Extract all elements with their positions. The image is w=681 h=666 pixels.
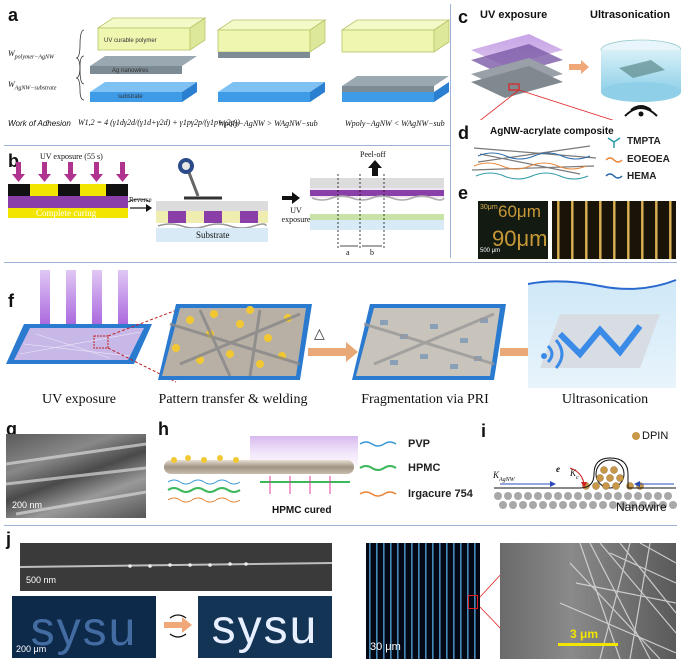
panel-h-figure <box>164 436 358 503</box>
panel-j-sem-network: 3 μm <box>500 543 676 659</box>
complete-curing-label: Complete curing <box>36 208 97 218</box>
panel-j-sem-wire: 500 nm <box>20 543 332 591</box>
layer-stack-1 <box>90 17 207 102</box>
comparison-1: Wpoly−AgNW > WAgNW−sub <box>218 119 318 128</box>
panel-label-e: e <box>458 183 469 203</box>
panel-label-j: j <box>6 529 12 549</box>
composite-title: AgNW-acrylate composite <box>490 126 614 137</box>
panel-label-c: c <box>458 7 469 27</box>
label-60um: 60μm <box>498 202 541 221</box>
legend-hema: HEMA <box>627 171 657 182</box>
panel-a-figure: UV curable polymer Ag nanowires substrat… <box>75 17 450 102</box>
scale-j-bl: 200 μm <box>16 644 47 654</box>
panel-label-a: a <box>8 5 19 25</box>
layer-stack-2 <box>216 19 327 102</box>
sysu-word-right: sysu <box>211 601 319 654</box>
peel-off-label: Peel-off <box>360 150 386 159</box>
panel-label-i: i <box>481 421 487 441</box>
separator-row2 <box>4 525 677 526</box>
scale-g: 200 nm <box>12 500 43 510</box>
panel-label-g: g <box>6 419 17 439</box>
panel-h-legend-icons <box>359 441 397 497</box>
caption-fragmentation: Fragmentation via PRI <box>361 392 489 407</box>
scale-j-mid: 30 μm <box>370 641 401 653</box>
legend-hpmc: HPMC <box>408 462 441 474</box>
scale-j-top: 500 nm <box>26 575 57 585</box>
caption-uv-exposure: UV exposure <box>41 392 116 407</box>
legend-pvp: PVP <box>408 438 431 450</box>
uv-beams <box>40 270 128 342</box>
k-agnw-label: KAgNW <box>493 470 515 483</box>
caption-pattern-transfer: Pattern transfer & welding <box>158 392 308 407</box>
dim-a-label: a <box>346 248 350 257</box>
zoom-box <box>468 595 478 609</box>
comparison-2: Wpoly−AgNW < WAgNW−sub <box>345 119 445 128</box>
layer-agnw-text-1: Ag nanowires <box>112 68 148 74</box>
layer-substrate-text-1: substrate <box>118 94 143 100</box>
reverse-label: Reverse <box>129 196 152 204</box>
layer-stack-3 <box>340 19 450 102</box>
panel-label-b: b <box>8 151 19 171</box>
panel-i-figure <box>494 457 677 509</box>
legend-irgacure: Irgacure 754 <box>408 488 473 500</box>
nanowire-strokes <box>6 442 146 516</box>
e-label: e <box>556 464 560 474</box>
layer-polymer-text-1: UV curable polymer <box>104 38 157 44</box>
delta-symbol: △ <box>314 325 325 341</box>
legend-eoeoea: EOEOEA <box>627 154 670 165</box>
separator-row1 <box>4 262 677 263</box>
panel-c-figure <box>471 34 681 120</box>
uv-arrows <box>12 162 129 182</box>
panel-e-image-left: 30μm 60μm 90μm 500 μm <box>478 201 548 259</box>
uv-exposure-label-b: UV exposure <box>281 206 311 224</box>
w-agnw-substrate-label: WAgNW−substrate <box>8 80 57 92</box>
caption-ultrasonication: Ultrasonication <box>561 392 649 407</box>
panel-d-figure <box>471 145 597 180</box>
arrow-with-sound-icon <box>164 614 192 638</box>
panel-f-figure <box>6 270 677 388</box>
k-c-label: Kc <box>570 468 579 481</box>
panel-label-h: h <box>158 419 169 439</box>
legend-tmpta: TMPTA <box>627 136 661 147</box>
w-polymer-agnw-label: Wpolymer−AgNW <box>8 49 55 61</box>
panel-label-f: f <box>8 291 14 311</box>
panel-e-image-right <box>552 201 676 259</box>
scale-bar-yellow <box>558 643 618 646</box>
panel-j-sysu-left: sysu 200 μm <box>12 596 156 658</box>
dim-b-label: b <box>370 248 374 257</box>
ultrasonication-title-c: Ultrasonication <box>590 9 671 21</box>
panel-j-sysu-right: sysu <box>198 596 332 658</box>
adhesion-formula: W1,2 = 4 (γ1dγ2d/(γ1d+γ2d) + γ1pγ2p/(γ1p… <box>78 118 240 127</box>
wire-dots <box>20 562 332 568</box>
panel-d-legend-icons <box>605 137 623 179</box>
substrate-label: Substrate <box>196 230 230 240</box>
separator-a-b <box>4 145 450 146</box>
scale-e: 500 μm <box>480 248 501 254</box>
separator-top-vertical <box>450 4 451 258</box>
panel-b-figure <box>8 158 445 250</box>
panel-label-d: d <box>458 123 469 143</box>
label-90um: 90μm <box>492 226 548 251</box>
uv-exposure-title-c: UV exposure <box>480 9 548 21</box>
uv-exposure-55s-label: UV exposure (55 s) <box>40 152 103 161</box>
nanowire-label: Nanowire <box>616 500 667 514</box>
scale-j-right: 3 μm <box>570 627 599 641</box>
sysu-word-left: sysu <box>30 603 138 656</box>
panel-j-dark-field: 30 μm <box>366 543 480 659</box>
dpin-label: DPIN <box>642 430 669 442</box>
hpmc-cured-label: HPMC cured <box>272 505 332 516</box>
label-30um: 30μm <box>480 204 498 211</box>
work-of-adhesion-label: Work of Adhesion <box>8 119 71 128</box>
network-strokes <box>559 543 676 659</box>
dpin-dot-icon <box>632 432 640 440</box>
panel-g-sem-image: 200 nm <box>6 434 146 518</box>
